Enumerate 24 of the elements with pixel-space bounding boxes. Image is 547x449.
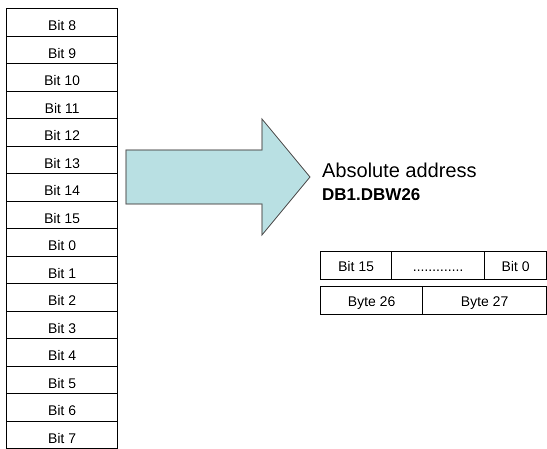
table-cell: Bit 14	[7, 174, 117, 202]
table-cell: .............	[391, 251, 485, 280]
table-cell: Bit 15	[320, 251, 392, 280]
table-cell: Bit 1	[7, 256, 117, 284]
table-cell: Byte 26	[320, 286, 423, 315]
table-cell: Bit 8	[7, 9, 117, 36]
table-cell: Bit 9	[7, 36, 117, 64]
block-arrow	[126, 118, 311, 236]
table-cell: Bit 5	[7, 366, 117, 394]
table-cell: Bit 2	[7, 284, 117, 312]
table-cell: Bit 7	[7, 422, 117, 449]
table-cell: Bit 6	[7, 394, 117, 422]
table-cell: Bit 12	[7, 119, 117, 146]
table-cell: Bit 15	[7, 202, 117, 229]
table-cell: Bit 10	[7, 64, 117, 92]
table-cell: Bit 4	[7, 339, 117, 366]
bit-column	[6, 8, 118, 449]
table-cell: Bit 11	[7, 92, 117, 119]
table-cell: Bit 13	[7, 146, 117, 174]
table-cell: Byte 27	[422, 286, 547, 315]
table-cell: Bit 3	[7, 312, 117, 339]
address-label: Absolute address DB1.DBW26	[322, 160, 547, 220]
table-cell: Bit 0	[7, 229, 117, 256]
table-cell: Bit 0	[484, 251, 547, 280]
